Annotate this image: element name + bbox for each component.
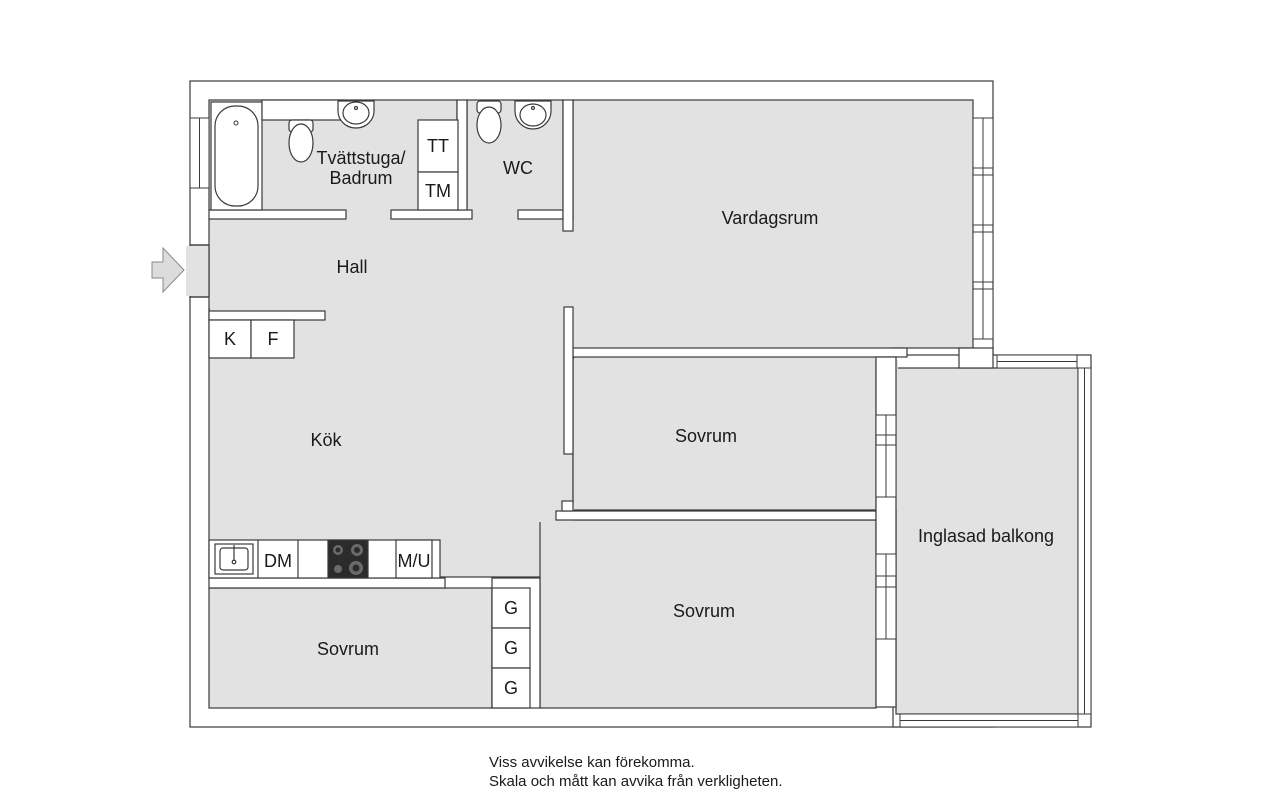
microwave-oven — [395, 539, 433, 579]
wall-bed1-balcony — [875, 356, 897, 708]
room-label-bathroom-line2: Badrum — [329, 168, 392, 188]
wall-stub — [561, 500, 574, 512]
wardrobe-label: G — [504, 638, 518, 658]
washer-label: TM — [425, 181, 451, 201]
freezer-label: F — [268, 329, 279, 349]
wall-corridor-vertical — [563, 306, 574, 455]
sink-icon — [514, 100, 552, 130]
room-label-bedroom: Sovrum — [673, 601, 735, 621]
toilet-icon — [476, 100, 502, 144]
wall-bath-hall-left — [208, 209, 347, 220]
toilet-icon — [288, 119, 314, 163]
wardrobe-label: G — [504, 598, 518, 618]
dryer-label: TT — [427, 136, 449, 156]
wardrobe — [491, 667, 531, 709]
wall-wc-living — [562, 99, 574, 232]
room-label-bathroom: Tvättstuga/ — [316, 148, 405, 168]
wardrobe — [491, 627, 531, 669]
room-label-balcony: Inglasad balkong — [918, 526, 1054, 546]
bathtub-icon — [210, 101, 263, 211]
wall-bed1-bed2 — [555, 510, 877, 521]
wall-wc-hall — [517, 209, 564, 220]
room-label-wc: WC — [503, 158, 533, 178]
bedroom-2-floor — [539, 519, 877, 709]
wall-hall-kitchen — [208, 310, 326, 321]
wardrobe — [491, 587, 531, 629]
wall-living-corridor — [572, 347, 908, 358]
room-label-bedroom: Sovrum — [317, 639, 379, 659]
room-label-hall: Hall — [336, 257, 367, 277]
washer — [417, 171, 459, 211]
hall-floor — [208, 218, 574, 310]
bedroom-3-floor — [208, 587, 493, 709]
room-label-living-room: Vardagsrum — [722, 208, 819, 228]
freezer — [250, 319, 295, 359]
wall-living-right-step — [958, 347, 994, 369]
room-label-bedroom: Sovrum — [675, 426, 737, 446]
microwave-oven-label: M/U — [398, 551, 431, 571]
kitchen-sink-icon — [214, 543, 254, 575]
bath-counter — [261, 99, 344, 121]
living-room-floor — [572, 99, 974, 349]
fridge-label: K — [224, 329, 236, 349]
wardrobe-label: G — [504, 678, 518, 698]
disclaimer: Viss avvikelse kan förekomma. Skala och … — [489, 753, 782, 791]
dryer — [417, 119, 459, 173]
disclaimer-line: Skala och mått kan avvika från verklighe… — [489, 773, 783, 790]
sink-icon — [337, 100, 375, 129]
wall-kitchen-bed3 — [208, 577, 446, 589]
room-label-kitchen: Kök — [310, 430, 342, 450]
fridge — [208, 319, 252, 359]
dishwasher-label: DM — [264, 551, 292, 571]
disclaimer-line: Viss avvikelse kan förekomma. — [489, 754, 695, 771]
bedroom-1-floor — [572, 357, 877, 511]
hob-icon — [327, 539, 369, 579]
wall-bath-hall-right — [390, 209, 473, 220]
entrance-arrow-icon — [151, 246, 185, 294]
